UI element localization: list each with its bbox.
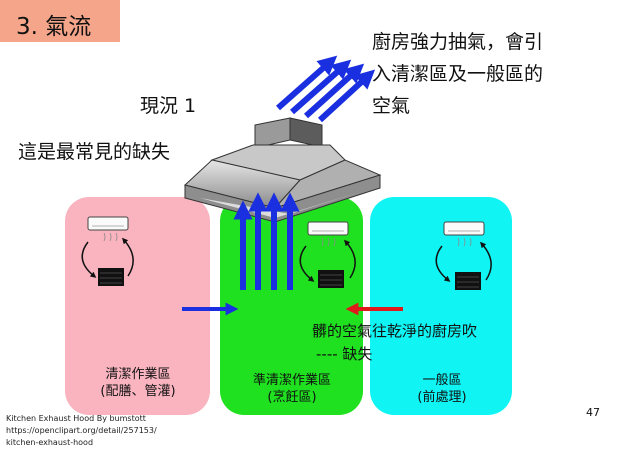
zone-semi-clean-detail: (烹飪區) — [267, 390, 317, 405]
zone-semi-clean-label: 準清潔作業區 (烹飪區) — [222, 372, 362, 406]
circulation-arrow-icon — [435, 241, 492, 282]
updraft-arrows — [233, 192, 300, 290]
image-credit: Kitchen Exhaust Hood By bumstott https:/… — [6, 413, 157, 449]
zone-clean — [65, 197, 210, 415]
vent-fan-icon — [318, 270, 344, 288]
zone-general-label: 一般區 (前處理) — [372, 372, 512, 406]
zone-general-name: 一般區 — [422, 373, 462, 388]
vent-fan-icon — [455, 272, 481, 290]
zone-general — [370, 197, 512, 415]
credit-line-1: Kitchen Exhaust Hood By bumstott — [6, 414, 146, 423]
exhaust-note-line-3: 空氣 — [372, 95, 411, 117]
air-conditioner-icon — [87, 216, 129, 242]
dirty-air-note-line-1: 髒的空氣往乾淨的廚房吹 — [312, 322, 478, 340]
credit-line-2: https://openclipart.org/detail/257153/ — [6, 426, 157, 435]
air-conditioner-icon — [307, 221, 349, 247]
page-number: 47 — [586, 406, 600, 419]
credit-line-3: kitchen-exhaust-hood — [6, 438, 94, 447]
exhaust-note-line-2: 入清潔區及一般區的 — [372, 63, 544, 85]
circulation-arrow-icon — [299, 239, 356, 282]
air-conditioner-icon — [443, 221, 485, 247]
circulation-arrow-icon — [81, 237, 134, 278]
exhaust-arrows — [276, 55, 376, 123]
scenario-label: 現況 1 — [140, 95, 197, 117]
dirty-air-note-line-2: ---- 缺失 — [316, 345, 373, 363]
zone-semi-clean-name: 準清潔作業區 — [252, 373, 331, 388]
vent-fan-icon — [98, 268, 124, 286]
zone-clean-detail: (配膳、管灌) — [100, 384, 176, 399]
section-title-tag: 3. 氣流 — [0, 0, 120, 42]
zone-clean-name: 清潔作業區 — [105, 367, 171, 382]
zone-general-detail: (前處理) — [417, 390, 467, 405]
exhaust-note-line-1: 廚房強力抽氣，會引 — [372, 31, 544, 53]
zone-clean-label: 清潔作業區 (配膳、管灌) — [68, 366, 208, 400]
section-title: 3. 氣流 — [16, 14, 92, 40]
common-fault-label: 這是最常見的缺失 — [18, 141, 171, 163]
